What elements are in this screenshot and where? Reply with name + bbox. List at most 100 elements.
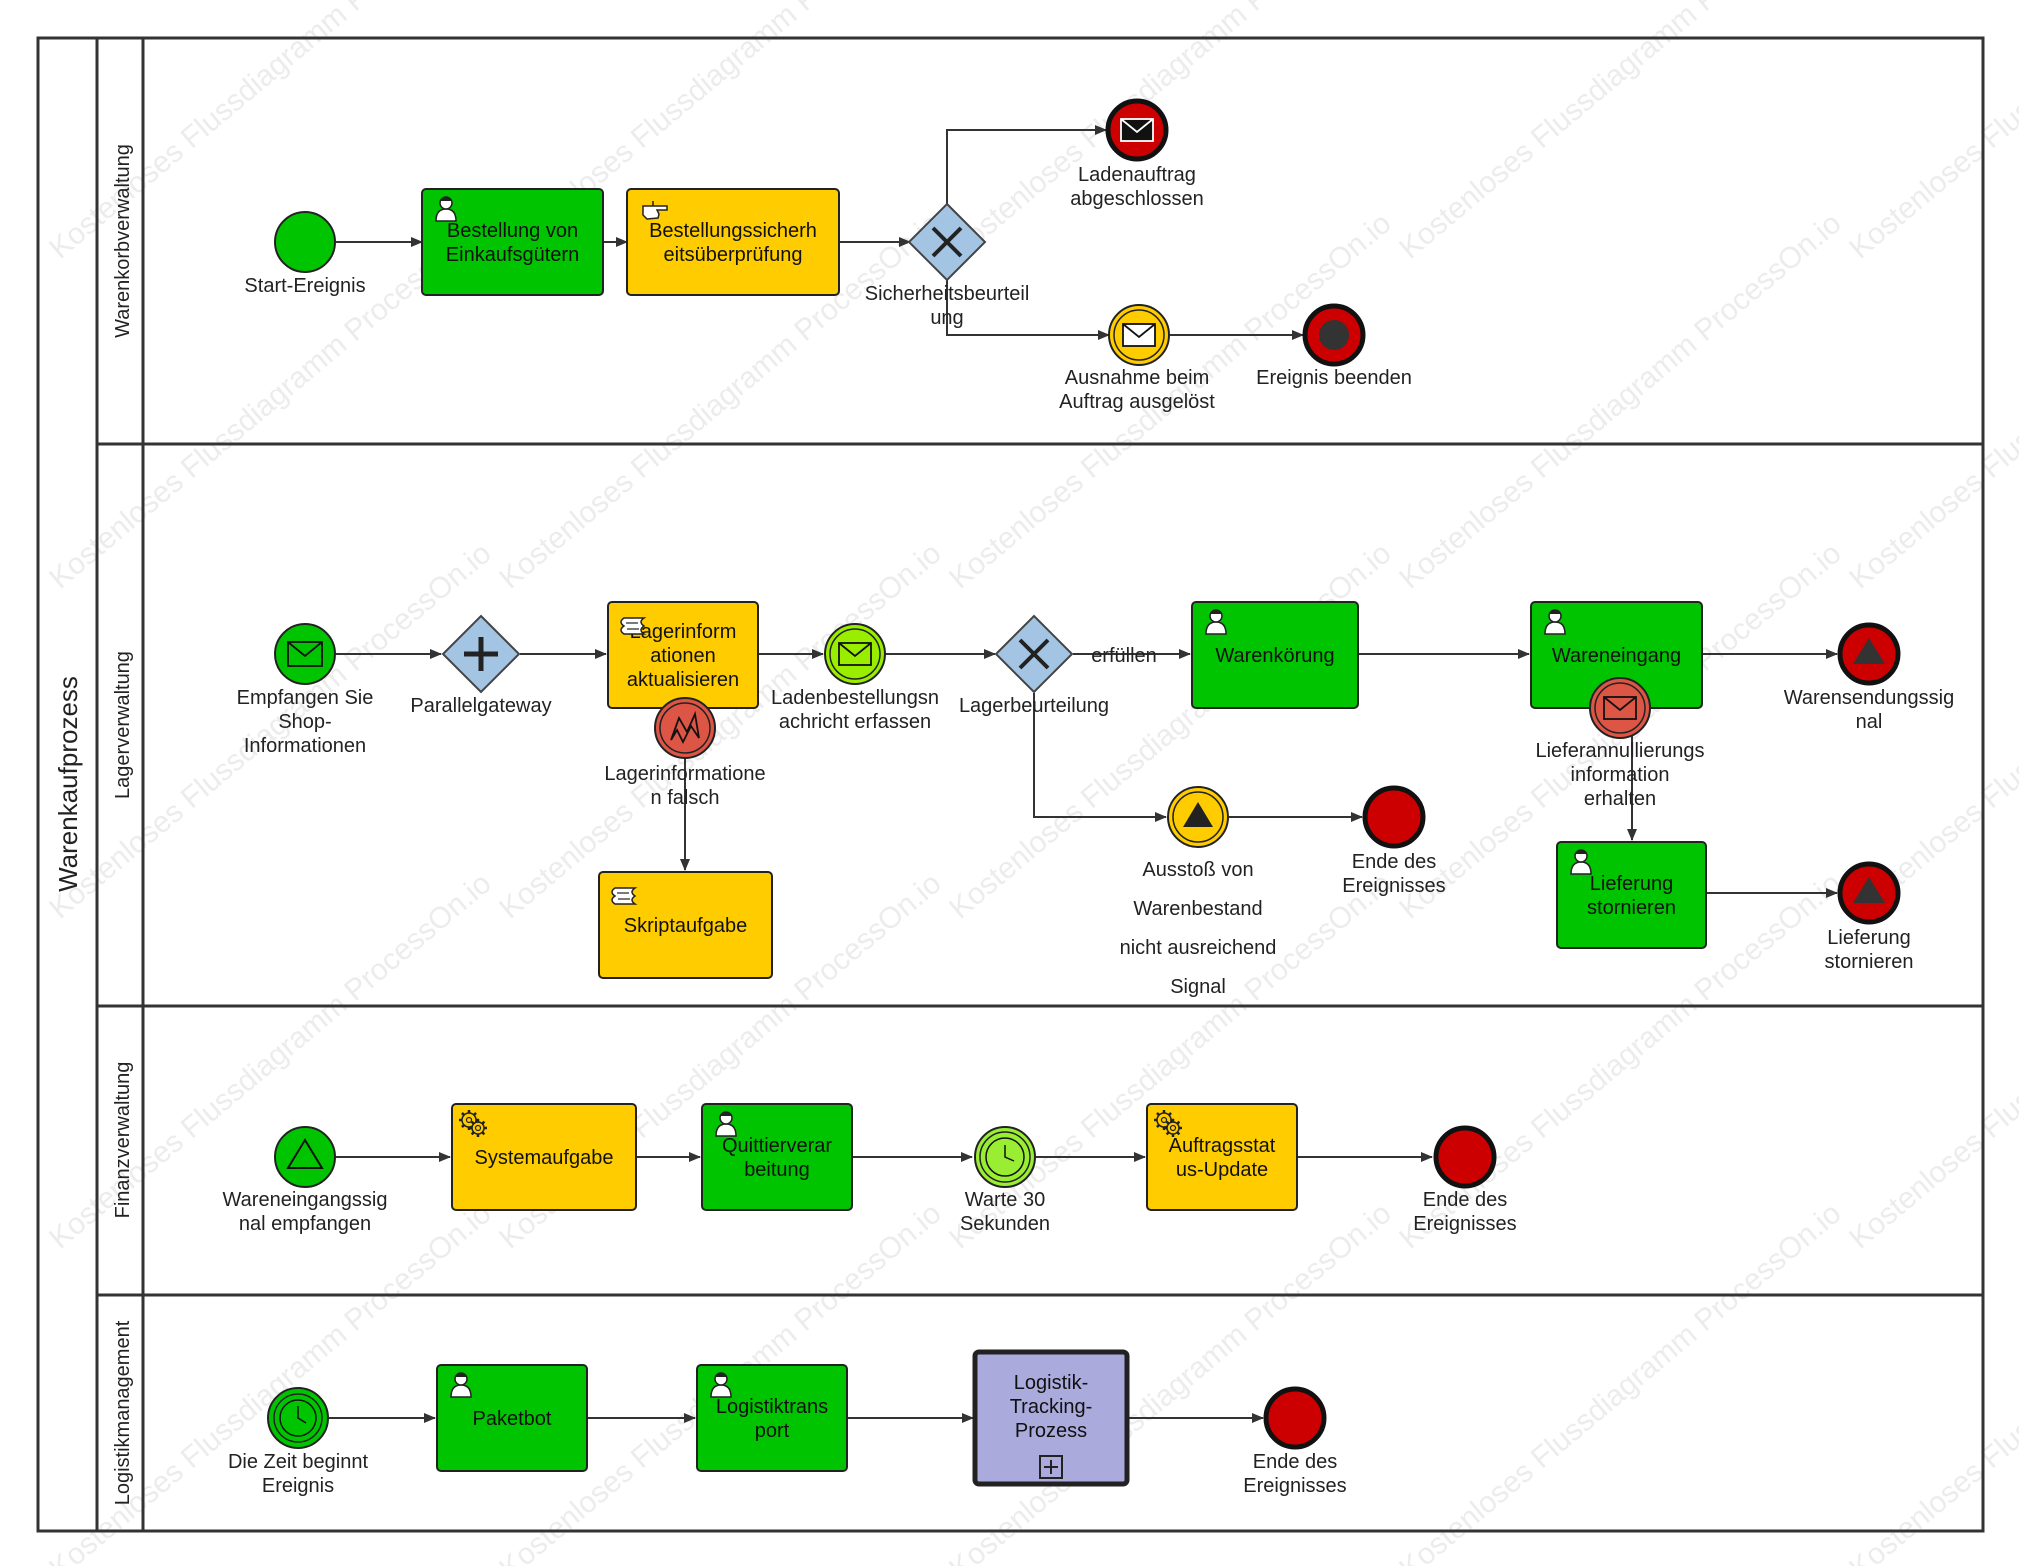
task-box — [598, 871, 773, 979]
lane-label-warenkorbverwaltung: Warenkorbverwaltung — [112, 144, 134, 338]
watermark-text: Kostenloses Flussdiagramm ProcessOn.io — [943, 0, 1397, 265]
task-label: Skriptaufgabe — [624, 915, 747, 937]
user-icon — [1205, 609, 1227, 635]
task-t11[interactable]: Paketbot — [436, 1364, 588, 1472]
event-label: Ereignis beenden — [1256, 367, 1412, 389]
watermark-text: Kostenloses Flussdiagramm ProcessOn.io — [1843, 207, 2019, 596]
task-box — [701, 1103, 853, 1211]
task-label: Wareneingang — [1552, 645, 1681, 667]
task-t6[interactable]: Wareneingang — [1530, 601, 1703, 709]
task-t13[interactable]: Logistik-Tracking-Prozess — [972, 1349, 1130, 1487]
task-box — [1556, 841, 1707, 949]
watermark-text: Kostenloses Flussdiagramm ProcessOn.io — [1843, 1197, 2019, 1566]
user-icon — [450, 1372, 472, 1398]
user-icon — [435, 196, 457, 222]
envelope-icon — [1122, 323, 1156, 347]
task-t5[interactable]: Warenkörung — [1191, 601, 1359, 709]
gateway-g2[interactable]: Parallelgateway — [410, 614, 552, 717]
task-label: Logistik-Tracking-Prozess — [1010, 1372, 1093, 1442]
task-label: Systemaufgabe — [475, 1147, 614, 1169]
envelope-icon — [1603, 696, 1637, 720]
user-icon — [1544, 609, 1566, 635]
envelope-icon — [1120, 118, 1154, 142]
cross-x-icon — [1018, 638, 1050, 670]
task-box — [696, 1364, 848, 1472]
task-box — [436, 1364, 588, 1472]
task-label: Warenkörung — [1215, 645, 1334, 667]
lane-label-finanzverwaltung: Finanzverwaltung — [112, 1062, 134, 1219]
cross-x-icon — [931, 226, 963, 258]
watermark-text: Kostenloses Flussdiagramm ProcessOn.io — [1843, 867, 2019, 1256]
plus-icon — [464, 637, 498, 671]
clock-icon — [985, 1137, 1025, 1177]
user-icon — [715, 1111, 737, 1137]
flow-gateway-to-ladenauftrag — [946, 125, 1107, 204]
event-e4[interactable]: Ereignis beenden — [1256, 303, 1412, 389]
lane-label-logistikmanagement: Logistikmanagement — [112, 1320, 134, 1505]
triangle-icon — [1183, 802, 1213, 827]
event-e1[interactable]: Start-Ereignis — [244, 211, 366, 297]
task-box — [421, 188, 604, 296]
task-box — [1191, 601, 1359, 709]
gateway-g3[interactable]: Lagerbeurteilung — [959, 614, 1109, 717]
watermark-text: Kostenloses Flussdiagramm ProcessOn.io — [1393, 1197, 1847, 1566]
task-t4[interactable]: Skriptaufgabe — [598, 871, 773, 979]
subprocess-plus-icon — [1039, 1455, 1063, 1479]
clock-icon — [279, 1399, 317, 1437]
task-label: Paketbot — [473, 1408, 552, 1430]
terminate-dot-icon — [1319, 320, 1349, 350]
pool: Warenkaufprozess Warenkorbverwaltung Lag… — [36, 36, 1985, 1533]
user-icon — [1570, 849, 1592, 875]
manual-hand-icon — [642, 201, 668, 220]
gateway-label: Parallelgateway — [410, 695, 551, 717]
watermark-text: Kostenloses Flussdiagramm ProcessOn.io — [1843, 0, 2019, 265]
script-icon — [620, 617, 647, 635]
sequence-flows: erfüllen — [329, 125, 1838, 1423]
gear-icon — [459, 1110, 487, 1137]
envelope-icon — [287, 641, 323, 667]
task-t8[interactable]: Systemaufgabe — [451, 1103, 637, 1211]
